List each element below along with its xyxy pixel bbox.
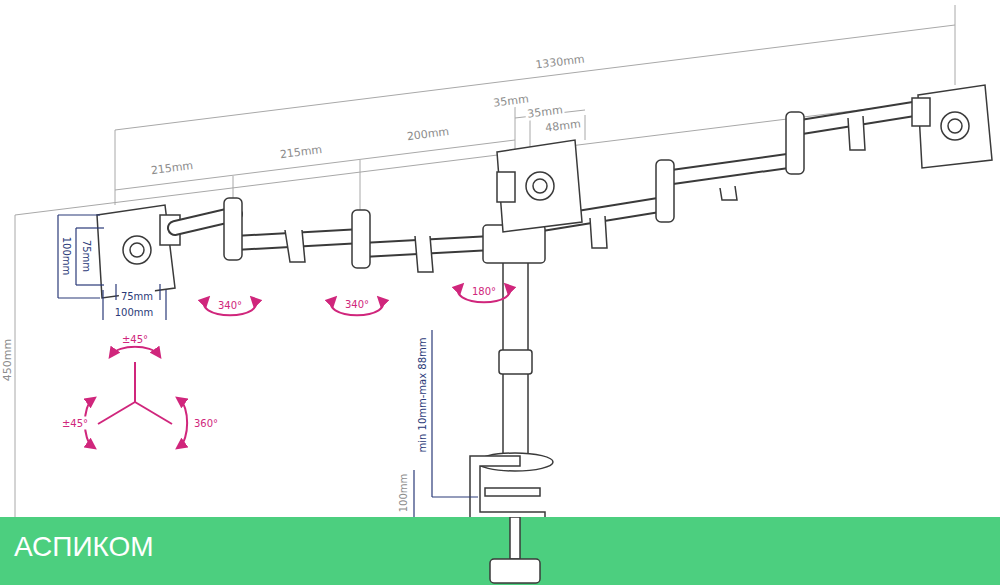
- dimension-label: 48mm: [543, 117, 584, 135]
- dimension-label: min 10mm-max 88mm: [416, 335, 429, 454]
- rotation-angle: ±45°: [120, 333, 150, 346]
- rotation-angle: 360°: [192, 417, 220, 430]
- rotation-angle: 340°: [216, 299, 244, 312]
- dimension-label: 100mm: [113, 306, 156, 319]
- dimension-label: 215mm: [148, 159, 196, 178]
- dimension-label: 215mm: [277, 143, 325, 162]
- brand-name: АСПИКОМ: [0, 530, 168, 564]
- dimension-label: 75mm: [119, 290, 155, 303]
- rotation-angle: 180°: [470, 285, 498, 298]
- brand-band: АСПИКОМ: [0, 517, 1000, 585]
- dimension-label: 75mm: [80, 238, 93, 274]
- dimension-label: 200mm: [404, 125, 452, 144]
- dimension-label: 100mm: [397, 472, 410, 515]
- dimension-label: 450mm: [1, 337, 14, 383]
- dimension-label: 100mm: [60, 235, 73, 278]
- rotation-angle: 340°: [343, 298, 371, 311]
- dimension-label: 35mm: [525, 103, 566, 121]
- rotation-angle: ±45°: [60, 417, 90, 430]
- dimension-label: 1330mm: [533, 52, 588, 72]
